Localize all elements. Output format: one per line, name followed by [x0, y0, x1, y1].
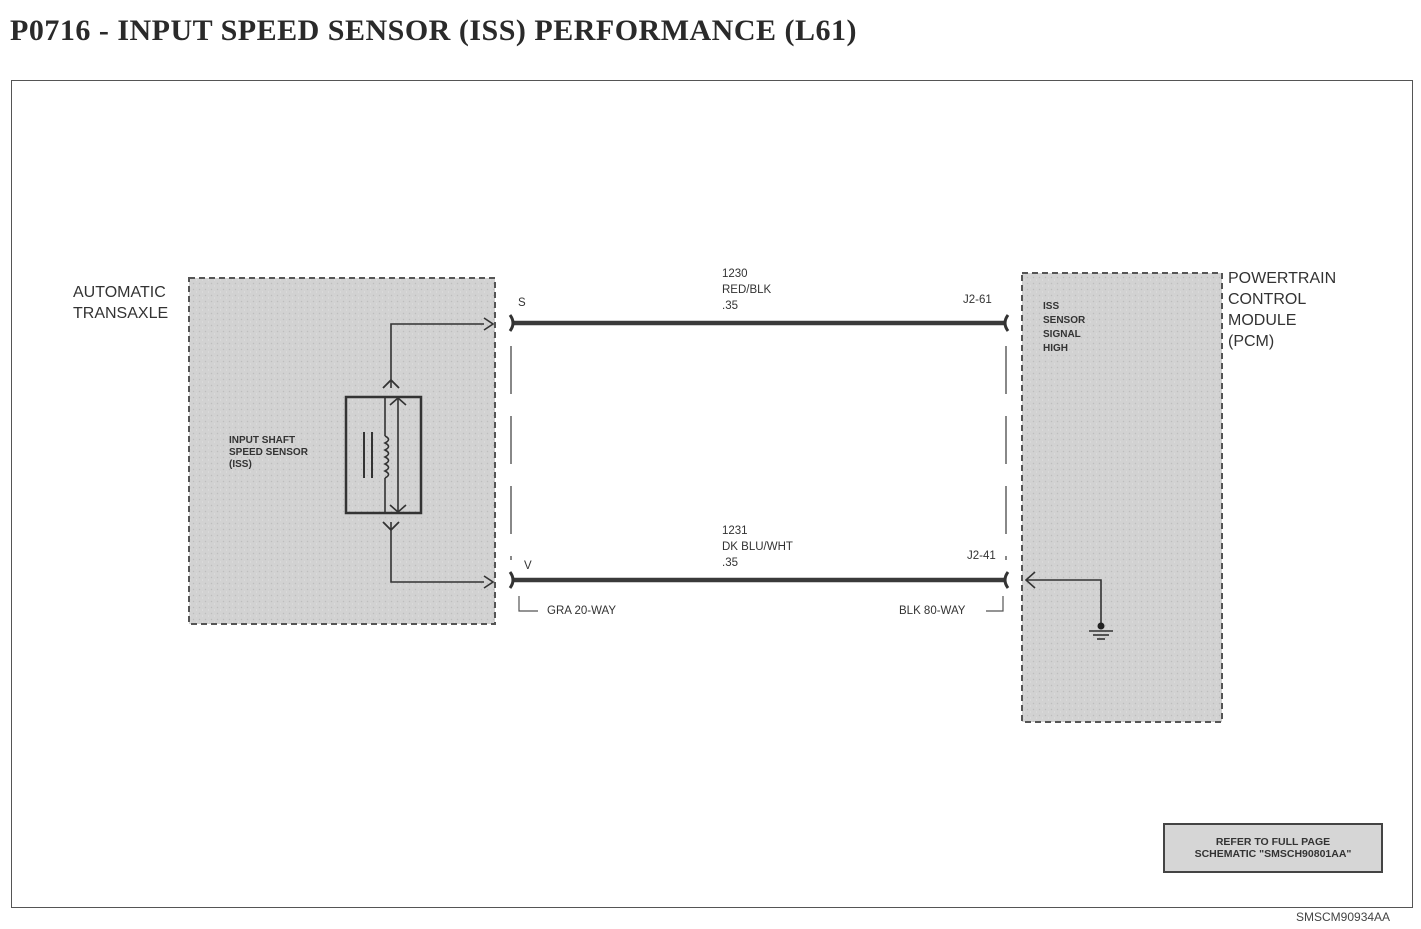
wire-1230-label: 1230 RED/BLK .35 — [722, 268, 771, 313]
reference-line-2: SCHEMATIC "SMSCH90801AA" — [1194, 848, 1352, 860]
pcm-label-line-3: MODULE — [1228, 312, 1297, 329]
pcm-label-line-4: (PCM) — [1228, 333, 1275, 350]
terminal-s-icon — [508, 314, 515, 332]
pin-j2-41-label: J2-41 — [967, 550, 996, 562]
wire-1231-color: DK BLU/WHT — [722, 541, 793, 553]
pin-s-label: S — [518, 297, 526, 309]
page-title: P0716 - INPUT SPEED SENSOR (ISS) PERFORM… — [10, 14, 858, 47]
transaxle-component-box — [188, 277, 496, 625]
terminal-j2-61-icon — [1003, 314, 1010, 332]
transaxle-label-line-2: TRANSAXLE — [73, 305, 169, 322]
wire-1230-circuit: 1230 — [722, 268, 748, 280]
wire-1231-gauge: .35 — [722, 557, 738, 569]
pin-v-label: V — [524, 560, 532, 572]
chevron-down-icon — [382, 521, 400, 532]
pin-s-arrow-icon — [483, 317, 495, 331]
pcm-label: POWERTRAIN CONTROL MODULE (PCM) — [1228, 268, 1336, 352]
sensor-arrow-top — [389, 396, 407, 406]
wire-1230-gauge: .35 — [722, 300, 738, 312]
transaxle-label: AUTOMATIC TRANSAXLE — [73, 282, 168, 324]
wire-1231-circuit: 1231 — [722, 525, 748, 537]
iss-label-line-3: (ISS) — [229, 459, 252, 470]
lead-to-pin-s — [390, 323, 484, 388]
pcm-label-line-1: POWERTRAIN — [1228, 270, 1337, 287]
wire-1230-color: RED/BLK — [722, 284, 772, 296]
diagram-frame — [11, 80, 1413, 908]
reference-line-1: REFER TO FULL PAGE — [1215, 836, 1331, 848]
pcm-input-line — [1026, 579, 1102, 624]
iss-label-line-1: INPUT SHAFT — [229, 435, 296, 446]
pcm-component-box — [1021, 272, 1223, 723]
transaxle-label-line-1: AUTOMATIC — [73, 284, 166, 301]
pin-j2-61-label: J2-61 — [963, 294, 992, 306]
connector-left-bracket — [518, 596, 538, 612]
pcm-pin-description: ISS SENSOR SIGNAL HIGH — [1043, 300, 1085, 356]
pin-desc-line-1: ISS — [1043, 301, 1060, 312]
connector-left-label: GRA 20-WAY — [547, 605, 617, 617]
iss-sensor-box — [344, 395, 423, 515]
ground-node — [1097, 622, 1105, 630]
sensor-arrow-bottom — [389, 504, 407, 514]
ground-icon — [1089, 630, 1113, 640]
iss-sensor-label: INPUT SHAFT SPEED SENSOR (ISS) — [229, 435, 308, 471]
terminal-v-icon — [508, 571, 515, 589]
lead-to-pin-v — [390, 522, 484, 583]
pcm-label-line-2: CONTROL — [1228, 291, 1307, 308]
iss-label-line-2: SPEED SENSOR — [229, 447, 308, 458]
document-id: SMSCM90934AA — [1296, 910, 1391, 924]
pin-desc-line-2: SENSOR — [1043, 315, 1086, 326]
wire-1231-label: 1231 DK BLU/WHT .35 — [722, 525, 793, 570]
coil-icon — [383, 435, 390, 479]
reference-note-box: REFER TO FULL PAGE SCHEMATIC "SMSCH90801… — [1163, 823, 1383, 873]
pin-v-arrow-icon — [483, 575, 495, 589]
pin-desc-line-4: HIGH — [1043, 343, 1068, 354]
pin-desc-line-3: SIGNAL — [1043, 329, 1081, 340]
connector-right-bracket — [986, 596, 1004, 612]
terminal-j2-41-icon — [1003, 571, 1010, 589]
chevron-up-icon — [382, 378, 400, 389]
connector-right-label: BLK 80-WAY — [899, 605, 966, 617]
